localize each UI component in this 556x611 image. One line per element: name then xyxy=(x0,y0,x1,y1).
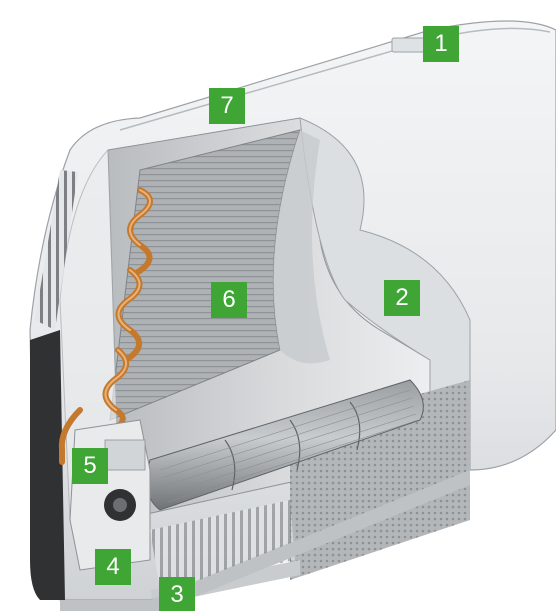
callout-badge-5: 5 xyxy=(72,448,108,484)
callout-badge-3: 3 xyxy=(159,577,195,611)
callout-badge-2: 2 xyxy=(384,280,420,316)
callout-badge-4: 4 xyxy=(95,549,131,585)
callout-badge-6: 6 xyxy=(211,282,247,318)
callout-badge-1: 1 xyxy=(423,26,459,62)
callout-badge-7: 7 xyxy=(209,88,245,124)
